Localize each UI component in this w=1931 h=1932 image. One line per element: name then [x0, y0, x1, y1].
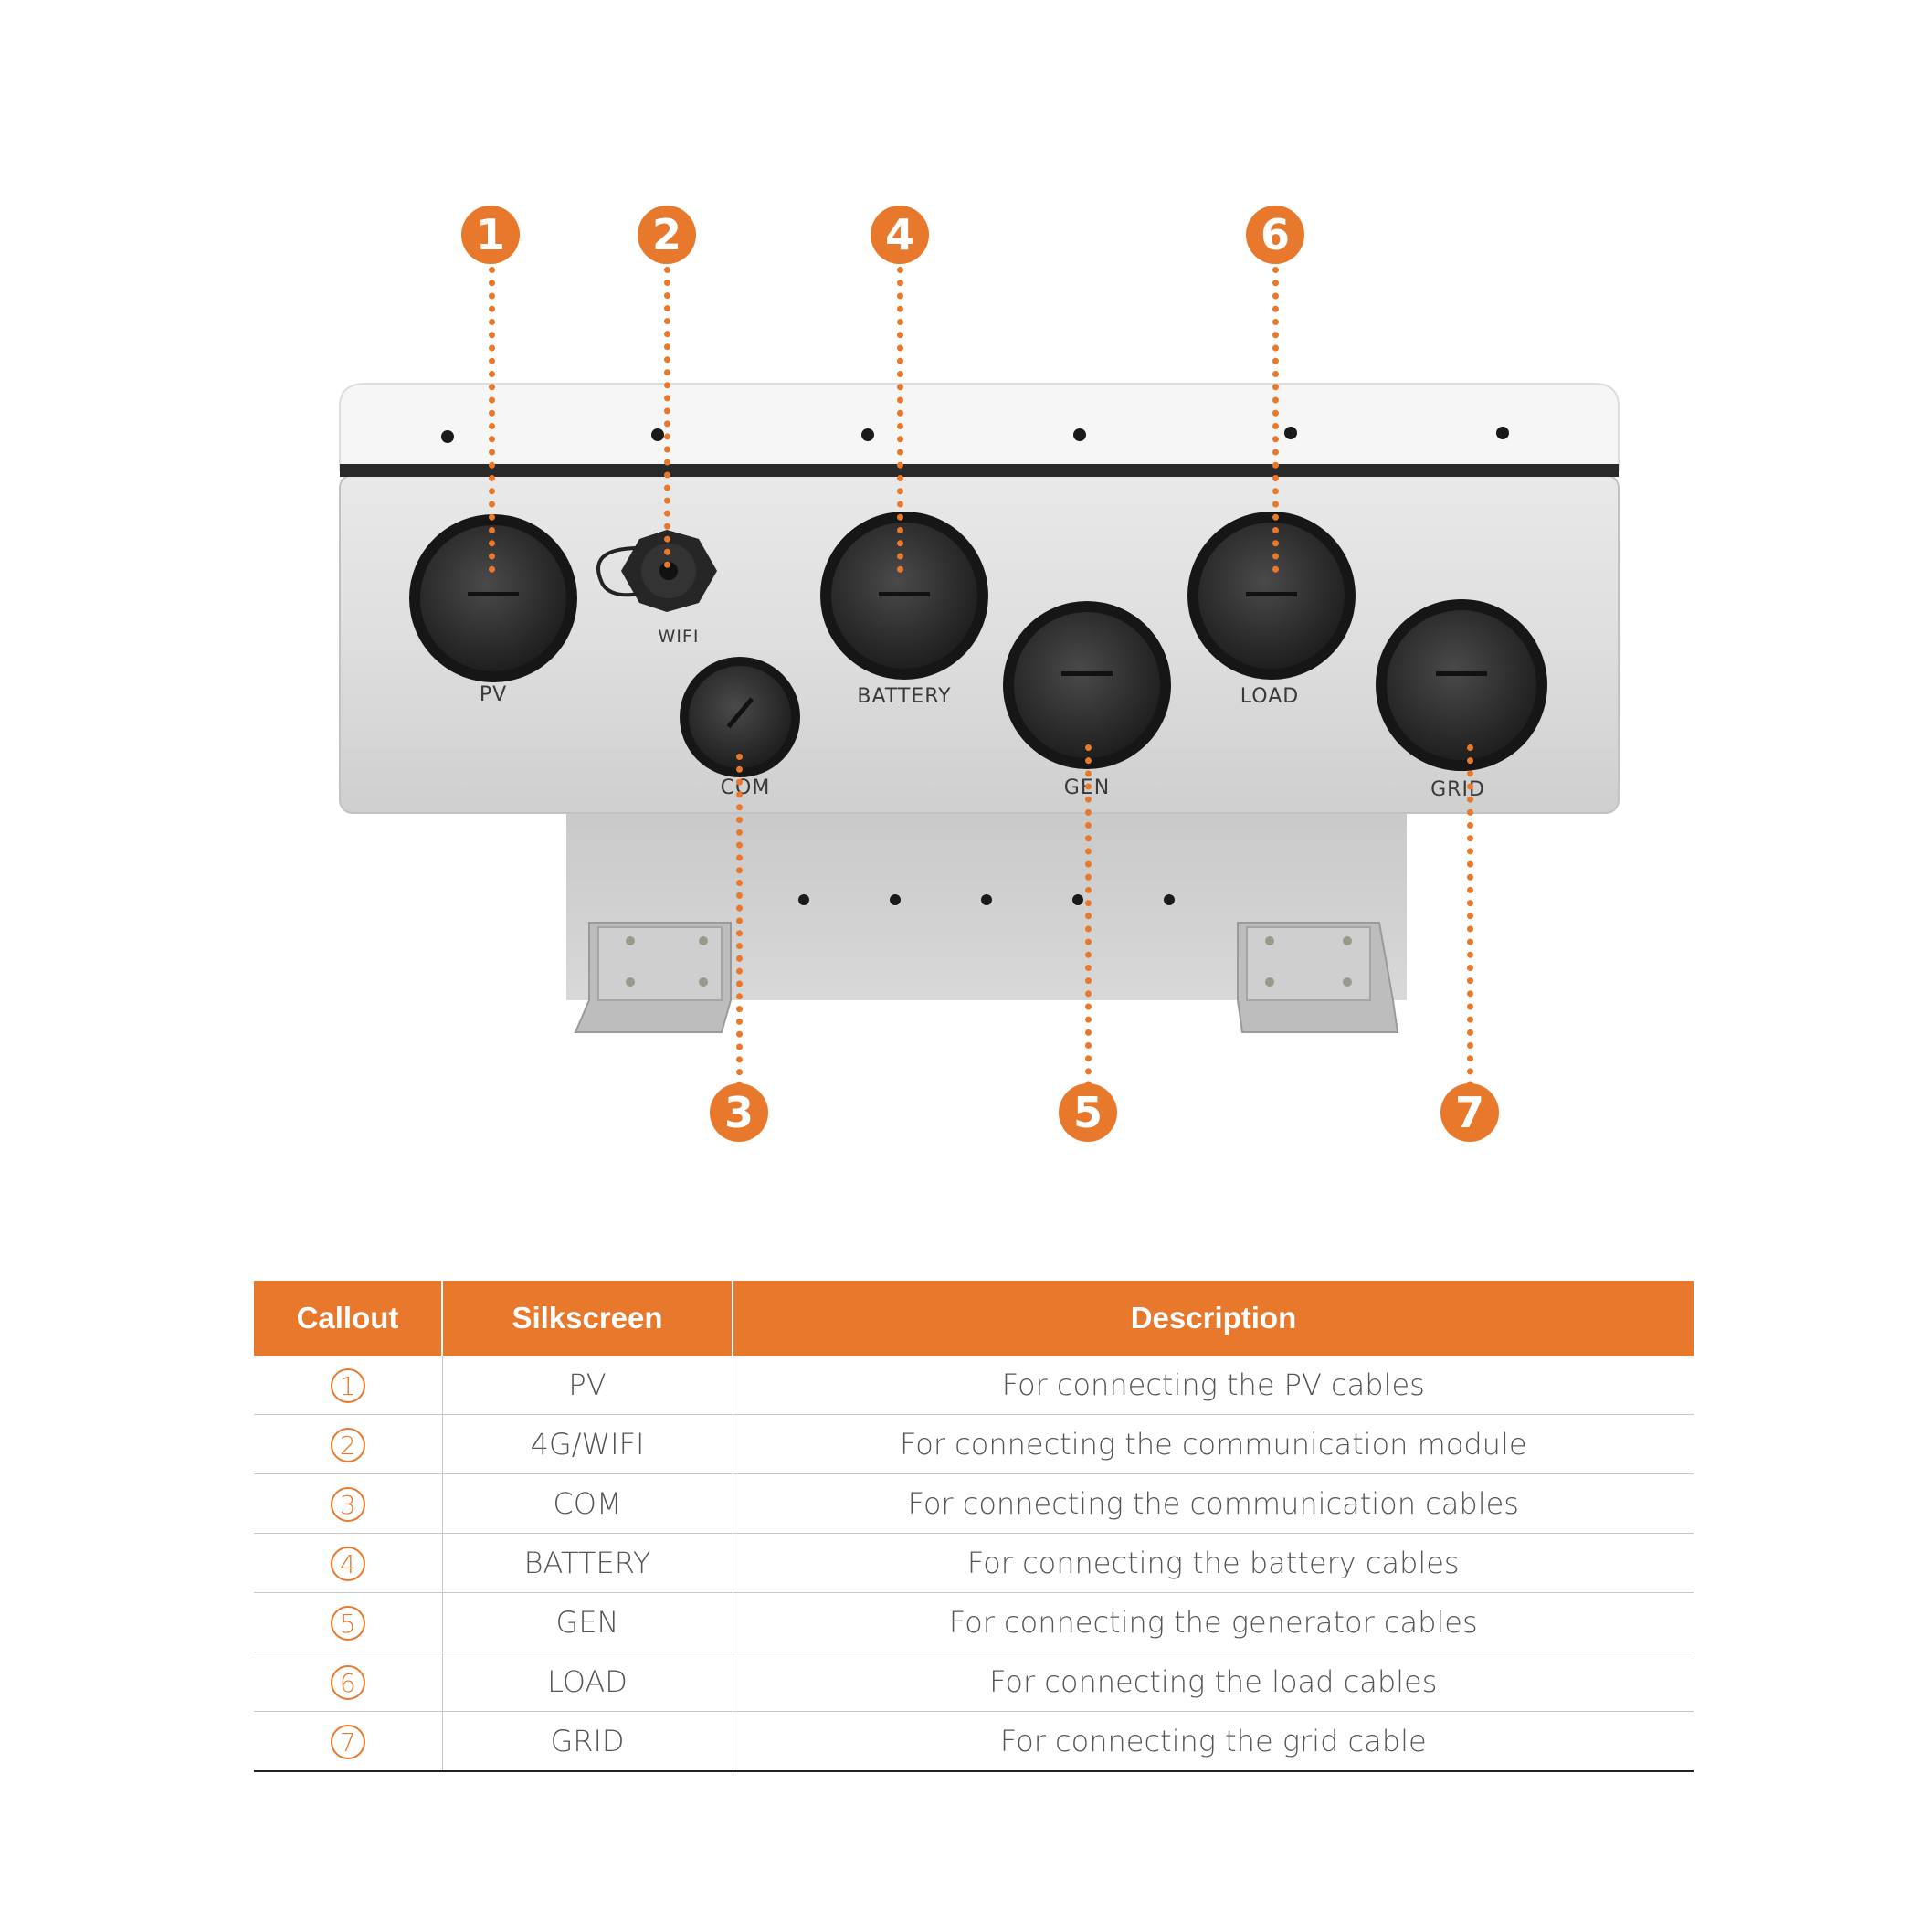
description-cell: For connecting the generator cables [732, 1592, 1694, 1652]
leader-line-4 [897, 267, 903, 573]
callout-7-badge: 7 [1440, 1083, 1499, 1142]
callout-4-badge: 4 [871, 206, 929, 264]
silkscreen-cell: BATTERY [441, 1533, 733, 1593]
silkscreen-cell: PV [441, 1356, 733, 1415]
gen-port-cap [1003, 601, 1171, 769]
top-lid [339, 383, 1620, 471]
callout-number: 4 [330, 1547, 365, 1581]
load-port-cap [1187, 512, 1356, 680]
description-cell: For connecting the grid cable [732, 1711, 1694, 1772]
callout-6-badge: 6 [1246, 206, 1304, 264]
table-row: 5 GEN For connecting the generator cable… [254, 1592, 1694, 1652]
table-row: 1 PV For connecting the PV cables [254, 1356, 1694, 1415]
callout-2-badge: 2 [638, 206, 696, 264]
callout-number: 2 [330, 1428, 365, 1462]
table-row: 3 COM For connecting the communication c… [254, 1473, 1694, 1534]
inverter-device-illustration [339, 383, 1620, 1033]
silkscreen-com-label: COM [720, 776, 771, 799]
header-callout: Callout [254, 1281, 442, 1356]
table-header-row: Callout Silkscreen Description [254, 1281, 1694, 1356]
description-cell: For connecting the load cables [732, 1652, 1694, 1712]
lid-holes [441, 427, 1509, 443]
leader-line-7 [1467, 744, 1473, 1101]
leader-line-3 [736, 754, 743, 1101]
silkscreen-cell: GRID [441, 1711, 733, 1772]
callout-3-badge: 3 [710, 1083, 768, 1142]
silkscreen-pv-label: PV [479, 683, 508, 706]
battery-port-cap [820, 512, 988, 680]
lower-chassis-holes [798, 894, 1175, 905]
callout-1-badge: 1 [461, 206, 520, 264]
right-mounting-bracket [1237, 922, 1399, 1033]
table-row: 7 GRID For connecting the grid cable [254, 1711, 1694, 1772]
silkscreen-cell: 4G/WIFI [441, 1414, 733, 1474]
port-spec-table: Callout Silkscreen Description 1 PV For … [254, 1281, 1694, 1772]
silkscreen-cell: COM [441, 1473, 733, 1534]
leader-line-1 [489, 267, 495, 573]
callout-number: 7 [330, 1725, 365, 1759]
silkscreen-cell: GEN [441, 1592, 733, 1652]
callout-number: 5 [330, 1606, 365, 1641]
leader-line-6 [1272, 267, 1279, 573]
silkscreen-grid-label: GRID [1430, 778, 1485, 801]
description-cell: For connecting the battery cables [732, 1533, 1694, 1593]
wifi-port-connector [596, 530, 717, 612]
leader-line-2 [664, 267, 670, 568]
silkscreen-wifi-label: WIFI [658, 627, 700, 647]
callout-number: 1 [330, 1368, 365, 1403]
header-silkscreen: Silkscreen [441, 1281, 733, 1356]
pv-port-cap [409, 514, 577, 682]
silkscreen-cell: LOAD [441, 1652, 733, 1712]
left-mounting-bracket [574, 922, 732, 1033]
grid-port-cap [1376, 599, 1547, 771]
silkscreen-load-label: LOAD [1240, 685, 1300, 708]
callout-5-badge: 5 [1059, 1083, 1117, 1142]
leader-line-5 [1085, 744, 1092, 1101]
lid-seam [340, 464, 1619, 477]
table-row: 6 LOAD For connecting the load cables [254, 1652, 1694, 1712]
callout-number: 6 [330, 1665, 365, 1700]
description-cell: For connecting the PV cables [732, 1356, 1694, 1415]
table-row: 2 4G/WIFI For connecting the communicati… [254, 1414, 1694, 1474]
description-cell: For connecting the communication cables [732, 1473, 1694, 1534]
table-row: 4 BATTERY For connecting the battery cab… [254, 1533, 1694, 1593]
description-cell: For connecting the communication module [732, 1414, 1694, 1474]
com-port-cap [680, 657, 800, 777]
silkscreen-battery-label: BATTERY [857, 685, 952, 708]
header-description: Description [732, 1281, 1694, 1356]
callout-number: 3 [330, 1487, 365, 1522]
